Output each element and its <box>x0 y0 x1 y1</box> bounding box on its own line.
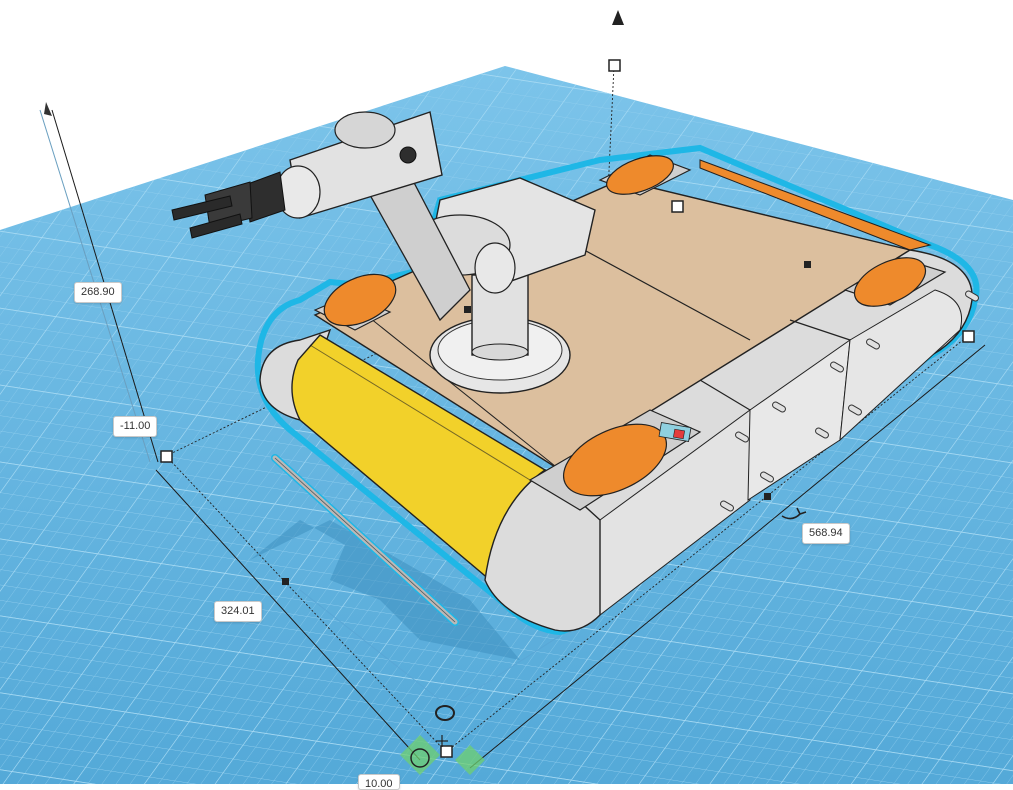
ring-handle-icon[interactable] <box>435 705 455 721</box>
rotate-arrow-icon[interactable] <box>781 507 807 520</box>
mid-handle-left[interactable] <box>282 578 289 585</box>
corner-handle-back[interactable] <box>671 200 684 213</box>
width-dimension-label[interactable]: 324.01 <box>214 601 262 622</box>
top-height-handle[interactable] <box>608 59 621 72</box>
gripper[interactable] <box>171 171 286 239</box>
arm-bolt-icon <box>399 146 417 164</box>
length-dimension-label[interactable]: 568.94 <box>802 523 850 544</box>
mid-handle-back[interactable] <box>804 261 811 268</box>
crosshair-icon <box>436 735 448 747</box>
square-grip-handle-icon[interactable] <box>400 735 485 775</box>
front-right-track-end[interactable] <box>484 469 601 632</box>
height-arrow-icon <box>44 102 52 116</box>
corner-handle-left[interactable] <box>160 450 173 463</box>
height-dimension-label[interactable]: 268.90 <box>74 282 122 303</box>
robot-model[interactable] <box>171 111 980 636</box>
orange-wheels[interactable] <box>316 148 933 510</box>
mid-handle-right[interactable] <box>764 493 771 500</box>
selection-handles[interactable] <box>160 10 975 775</box>
corner-handle-right[interactable] <box>962 330 975 343</box>
corner-handle-front[interactable] <box>440 745 453 758</box>
elevation-dimension-label[interactable]: -11.00 <box>113 416 158 437</box>
cone-handle-icon[interactable] <box>612 10 624 25</box>
rod-part[interactable] <box>271 454 459 626</box>
mid-handle-left-back[interactable] <box>464 306 471 313</box>
bottom-dimension-label[interactable]: 10.00 <box>358 774 400 790</box>
